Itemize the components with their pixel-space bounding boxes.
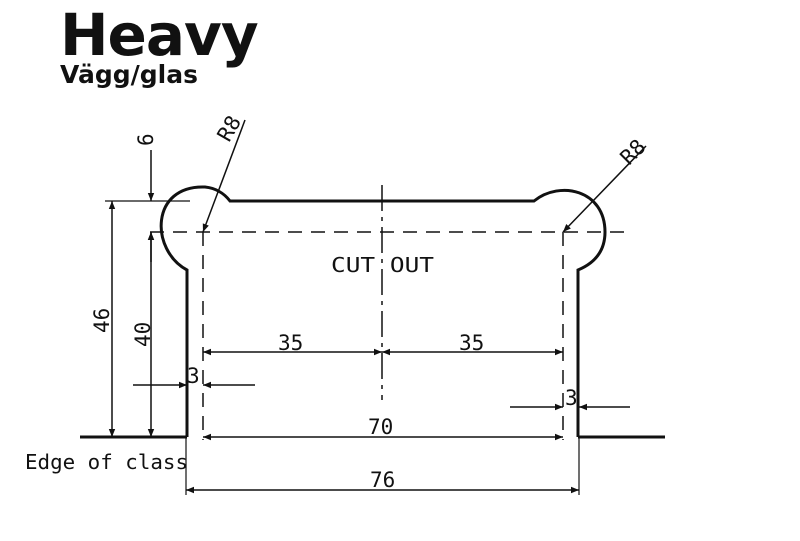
radius-leader-left (202, 119, 246, 233)
dim-label-70: 70 (368, 415, 393, 439)
brand-subtitle: Vägg/glas (60, 60, 198, 89)
brand-title: Heavy (60, 1, 259, 69)
dim-label-3-left: 3 (187, 364, 200, 388)
radius-label-right: R8 (616, 135, 651, 170)
brand-logo: Heavy Vägg/glas (60, 0, 259, 89)
radius-label-left: R8 (213, 112, 246, 146)
cut-out-label: CUT OUT (331, 253, 434, 277)
edge-label: Edge of class (25, 450, 188, 474)
dim-label-35-right: 35 (459, 331, 484, 355)
dim-label-6: 6 (134, 133, 158, 146)
dim-label-76: 76 (370, 468, 395, 492)
dim-label-40: 40 (131, 322, 155, 347)
radius-leader-right (562, 145, 647, 233)
dim-label-46: 46 (90, 308, 114, 333)
dim-label-35-left: 35 (278, 331, 303, 355)
dim-label-3-right: 3 (565, 386, 578, 410)
cutout-outline (159, 185, 607, 437)
